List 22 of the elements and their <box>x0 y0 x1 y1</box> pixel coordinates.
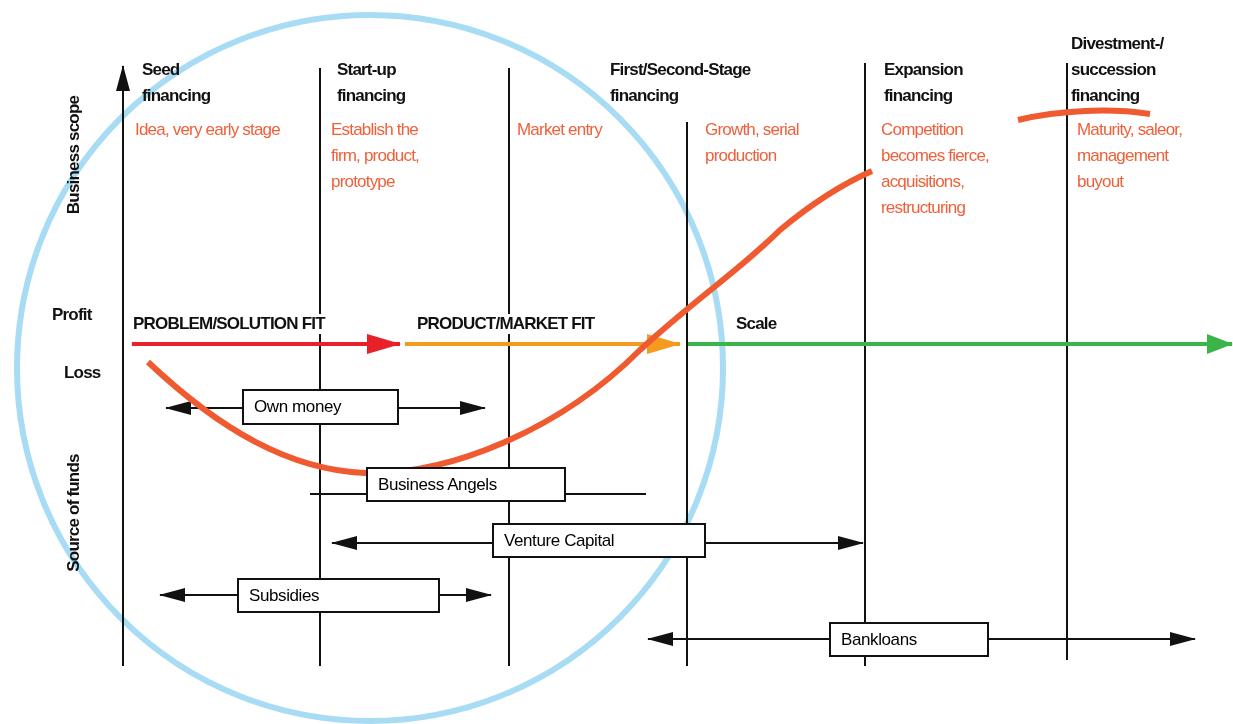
axis-label: Business scope <box>63 95 84 215</box>
stage-heading: Divestment-/ succession financing <box>1071 33 1165 107</box>
funding-source-box: Venture Capital <box>492 523 706 558</box>
funding-source-box: Bankloans <box>829 622 989 657</box>
stage-heading: Expansion financing <box>884 59 964 107</box>
stage-heading: First/Second-Stage financing <box>610 59 752 107</box>
stage-heading: Seed financing <box>142 59 212 107</box>
axis-label: Source of funds <box>63 453 84 574</box>
phase-label: PROBLEM/SOLUTION FIT <box>131 314 327 334</box>
stage-heading: Start-up financing <box>337 59 407 107</box>
funding-source-box: Subsidies <box>237 578 440 613</box>
stage-description: Establish the firm, product, prototype <box>331 119 420 193</box>
stage-description: Competition becomes fierce, acquisitions, restructuring <box>881 119 990 219</box>
stage-description: Market entry <box>517 119 604 141</box>
funding-source-box: Own money <box>242 389 399 425</box>
axis-label: Profit <box>52 304 94 326</box>
stage-description: Idea, very early stage <box>135 119 280 141</box>
axis-label: Loss <box>64 362 102 384</box>
stage-description: Growth, serial production <box>705 119 800 167</box>
phase-label: PRODUCT/MARKET FIT <box>415 314 597 334</box>
funding-source-box: Business Angels <box>366 467 566 502</box>
stage-description: Maturity, saleor, management buyout <box>1077 119 1184 193</box>
